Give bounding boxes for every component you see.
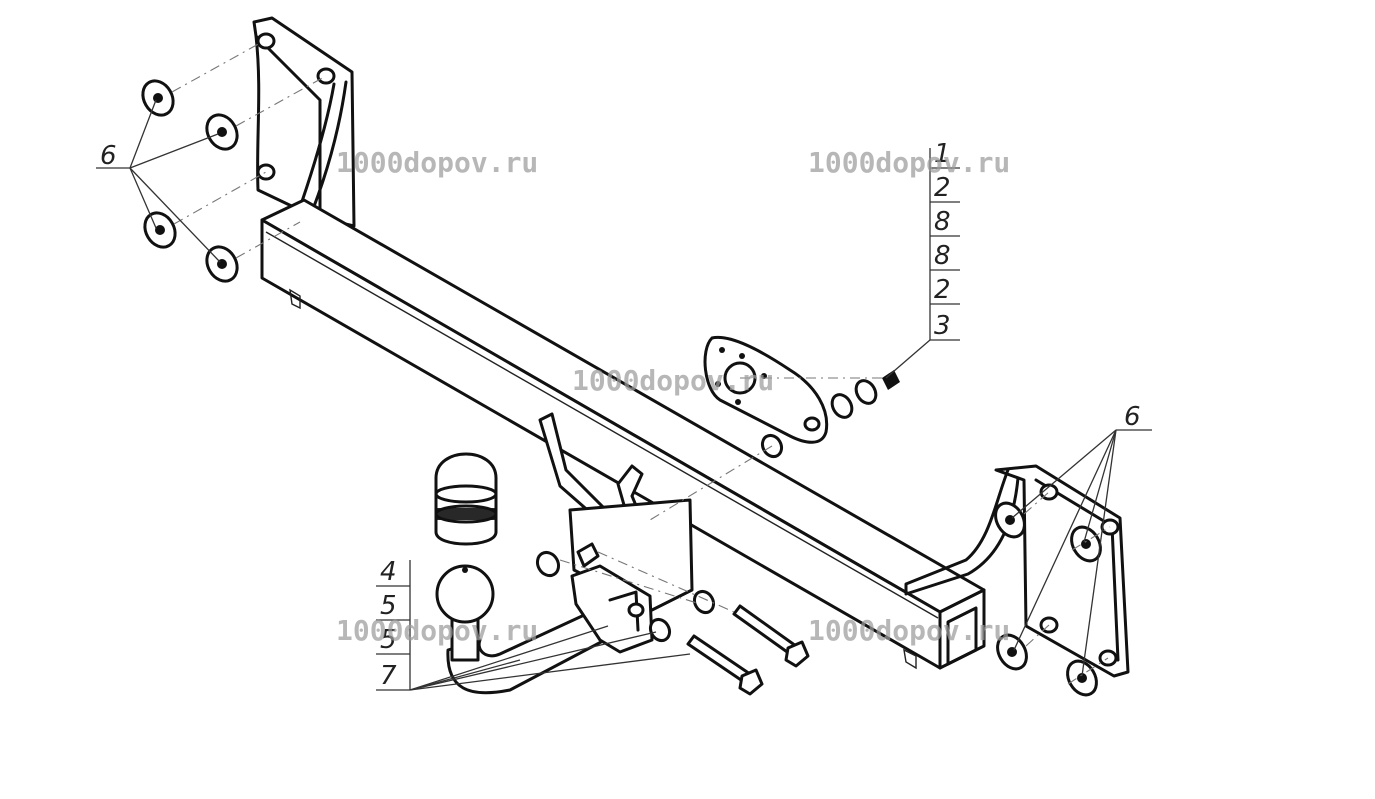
- watermark-top-left: 1000dopov.ru: [336, 146, 538, 179]
- callout-left-3: 5: [380, 625, 397, 655]
- callout-right-4: 8: [934, 241, 951, 271]
- watermark-bottom-right: 1000dopov.ru: [808, 614, 1010, 647]
- socket-fasteners: [760, 370, 900, 459]
- main-beam: [260, 198, 986, 670]
- bolt-lower: [686, 634, 764, 696]
- tow-ball: [435, 564, 495, 662]
- watermark-bottom-left: 1000dopov.ru: [336, 614, 538, 647]
- callout-left-1: 4: [380, 557, 397, 587]
- callout-right-3: 8: [934, 207, 951, 237]
- watermark-center: 1000dopov.ru: [572, 364, 774, 397]
- callout-right-6: 3: [934, 311, 951, 341]
- arm-fasteners: [535, 542, 716, 643]
- tow-ball-cap: [434, 452, 498, 546]
- right-washers: [994, 501, 1102, 697]
- right-mounting-bracket: [904, 464, 1130, 678]
- callout-6-left: 6: [100, 141, 117, 171]
- assembly-center-lines: [171, 41, 1111, 685]
- left-washers: [141, 79, 239, 283]
- callout-left-2: 5: [380, 591, 397, 621]
- leader-lines: [96, 99, 1152, 691]
- callout-right-2: 2: [934, 173, 951, 203]
- callout-right-5: 2: [934, 275, 951, 305]
- bolt-upper: [732, 604, 810, 668]
- watermark-top-right: 1000dopov.ru: [808, 146, 1010, 179]
- callout-6-right: 6: [1124, 402, 1141, 432]
- callout-right-1: 1: [934, 139, 951, 169]
- callout-left-4: 7: [380, 661, 397, 691]
